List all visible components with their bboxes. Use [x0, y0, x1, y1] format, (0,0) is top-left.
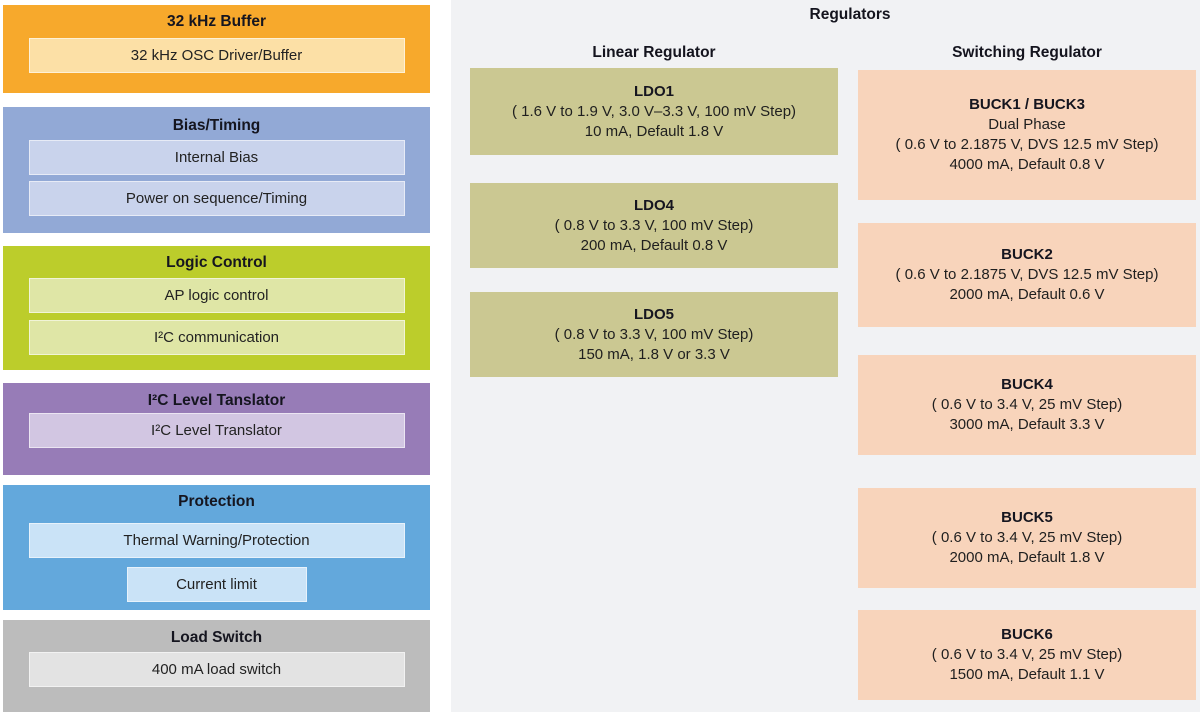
- block-title: I²C Level Tanslator: [147, 392, 286, 409]
- buck4-range: ( 0.6 V to 3.4 V, 25 mV Step): [931, 396, 1123, 413]
- ldo1-rating: 10 mA, Default 1.8 V: [584, 122, 724, 140]
- ldo1-box: LDO1 ( 1.6 V to 1.9 V, 3.0 V–3.3 V, 100 …: [470, 68, 838, 155]
- buck5-title: BUCK5: [1001, 509, 1053, 526]
- block-i2c-level-translator: I²C Level Tanslator I²C Level Translator: [3, 383, 430, 475]
- ldo4-rating: 200 mA, Default 0.8 V: [580, 236, 728, 254]
- buck5-box: BUCK5 ( 0.6 V to 3.4 V, 25 mV Step) 2000…: [858, 488, 1196, 588]
- block-protection: Protection Thermal Warning/Protection Cu…: [3, 485, 430, 610]
- block-title: Bias/Timing: [172, 117, 261, 134]
- buck6-range: ( 0.6 V to 3.4 V, 25 mV Step): [931, 646, 1123, 663]
- ldo5-title: LDO5: [633, 305, 674, 323]
- buck2-rating: 2000 mA, Default 0.6 V: [949, 286, 1105, 303]
- buck1-buck3-range: ( 0.6 V to 2.1875 V, DVS 12.5 mV Step): [895, 136, 1159, 153]
- block-bias-timing: Bias/Timing Internal Bias Power on seque…: [3, 107, 430, 233]
- buck4-title: BUCK4: [1001, 376, 1053, 393]
- block-row: I²C communication: [28, 320, 405, 355]
- ldo4-title: LDO4: [633, 196, 674, 214]
- block-32khz-buffer: 32 kHz Buffer 32 kHz OSC Driver/Buffer: [3, 5, 430, 93]
- ldo5-rating: 150 mA, 1.8 V or 3.3 V: [578, 345, 730, 363]
- switching-regulator-header: Switching Regulator: [952, 44, 1102, 61]
- block-row: Power on sequence/Timing: [28, 181, 405, 216]
- block-title: 32 kHz Buffer: [166, 13, 267, 30]
- block-load-switch: Load Switch 400 mA load switch: [3, 620, 430, 712]
- block-logic-control: Logic Control AP logic control I²C commu…: [3, 246, 430, 370]
- block-row: AP logic control: [28, 278, 405, 313]
- ldo4-range: ( 0.8 V to 3.3 V, 100 mV Step): [554, 216, 754, 234]
- ldo5-range: ( 0.8 V to 3.3 V, 100 mV Step): [554, 325, 754, 343]
- buck1-buck3-phase: Dual Phase: [988, 116, 1066, 133]
- buck2-range: ( 0.6 V to 2.1875 V, DVS 12.5 mV Step): [895, 266, 1159, 283]
- block-row: 32 kHz OSC Driver/Buffer: [28, 38, 405, 73]
- ldo4-box: LDO4 ( 0.8 V to 3.3 V, 100 mV Step) 200 …: [470, 183, 838, 268]
- linear-regulator-header: Linear Regulator: [592, 44, 716, 61]
- buck6-rating: 1500 mA, Default 1.1 V: [949, 666, 1105, 683]
- buck5-range: ( 0.6 V to 3.4 V, 25 mV Step): [931, 529, 1123, 546]
- regulators-title: Regulators: [809, 6, 891, 23]
- buck2-box: BUCK2 ( 0.6 V to 2.1875 V, DVS 12.5 mV S…: [858, 223, 1196, 327]
- block-title: Load Switch: [170, 629, 263, 646]
- block-title: Logic Control: [166, 254, 267, 271]
- block-title: Protection: [178, 493, 255, 510]
- ldo1-range: ( 1.6 V to 1.9 V, 3.0 V–3.3 V, 100 mV St…: [511, 102, 797, 120]
- linear-regulator-column: Linear Regulator LDO1 ( 1.6 V to 1.9 V, …: [470, 0, 838, 712]
- regulators-panel: Regulators Linear Regulator LDO1 ( 1.6 V…: [451, 0, 1200, 712]
- buck5-rating: 2000 mA, Default 1.8 V: [949, 549, 1105, 566]
- block-row: Internal Bias: [28, 140, 405, 175]
- switching-regulator-column: Switching Regulator BUCK1 / BUCK3 Dual P…: [858, 0, 1196, 712]
- block-row: Current limit: [126, 567, 307, 602]
- buck6-box: BUCK6 ( 0.6 V to 3.4 V, 25 mV Step) 1500…: [858, 610, 1196, 700]
- buck4-rating: 3000 mA, Default 3.3 V: [949, 416, 1105, 433]
- buck6-title: BUCK6: [1001, 626, 1053, 643]
- block-row: Thermal Warning/Protection: [28, 523, 405, 558]
- block-row: 400 mA load switch: [28, 652, 405, 687]
- buck1-buck3-rating: 4000 mA, Default 0.8 V: [949, 156, 1105, 173]
- buck2-title: BUCK2: [1001, 246, 1053, 263]
- block-row: I²C Level Translator: [28, 413, 405, 448]
- buck1-buck3-box: BUCK1 / BUCK3 Dual Phase ( 0.6 V to 2.18…: [858, 70, 1196, 200]
- ldo1-title: LDO1: [633, 82, 674, 100]
- buck4-box: BUCK4 ( 0.6 V to 3.4 V, 25 mV Step) 3000…: [858, 355, 1196, 455]
- buck1-buck3-title: BUCK1 / BUCK3: [969, 96, 1085, 113]
- ldo5-box: LDO5 ( 0.8 V to 3.3 V, 100 mV Step) 150 …: [470, 292, 838, 377]
